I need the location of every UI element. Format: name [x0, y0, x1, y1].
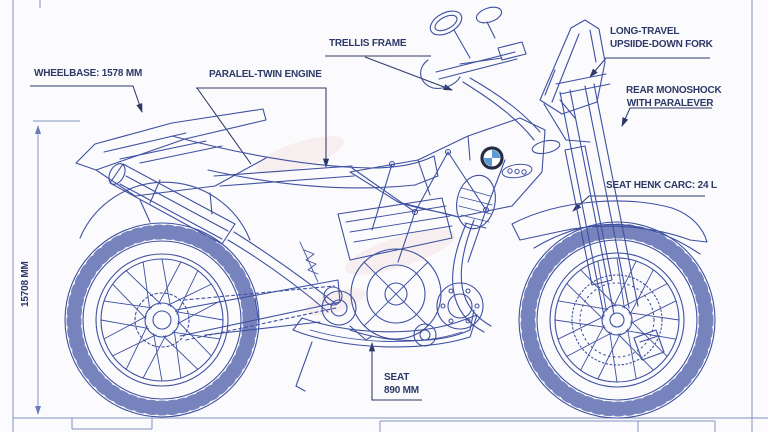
label-engine: PARALEL-TWIN ENGINE	[209, 69, 322, 80]
label-seat-height: SEAT 890 MM	[384, 371, 419, 397]
label-fork: LONG-TRAVEL UPSIIDE-DOWN FORK	[610, 25, 713, 51]
label-fork-line2: UPSIIDE-DOWN FORK	[610, 39, 713, 50]
label-seat-line1: SEAT	[384, 372, 410, 383]
label-overall-height: 15708 MM	[20, 261, 31, 307]
model-badge-icon	[501, 163, 533, 179]
bmw-logo-icon	[480, 146, 504, 170]
motorcycle-drawing	[64, 6, 716, 419]
rear-wheel-icon	[64, 222, 260, 418]
label-monoshock: REAR MONOSHOCK WITH PARALEVER	[626, 84, 722, 110]
callout-leaders	[30, 55, 712, 401]
label-wheelbase: WHEELBASE: 1578 MM	[34, 68, 143, 79]
label-monoshock-line2: WITH PARALEVER	[626, 98, 714, 109]
label-seat-line2: 890 MM	[384, 385, 419, 396]
label-fork-line1: LONG-TRAVEL	[610, 26, 680, 37]
label-monoshock-line1: REAR MONOSHOCK	[626, 85, 722, 96]
label-tank-capacity: SEAT HENK CARC: 24 L	[606, 180, 717, 191]
dimension-lines	[12, 0, 768, 432]
front-wheel-icon	[518, 221, 716, 419]
label-frame: TRELLIS FRAME	[329, 38, 407, 49]
watermark	[256, 136, 456, 316]
